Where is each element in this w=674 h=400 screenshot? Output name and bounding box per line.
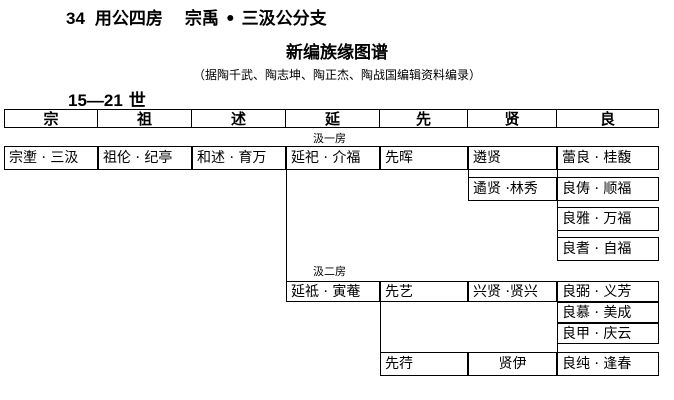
connector-liang-b: [557, 146, 558, 261]
connector-xian1: [468, 146, 469, 201]
house-note-2: 汲二房: [313, 265, 346, 278]
column-header-xian: 先: [380, 109, 468, 128]
connector-yan: [286, 146, 287, 299]
member-xian-3: 先荇: [380, 352, 468, 376]
generation-unit: 世: [128, 91, 146, 111]
column-header-liang: 良: [557, 109, 659, 128]
member-yan-1: 延祀 · 介福: [286, 146, 380, 170]
member-xian-2: 先艺: [380, 281, 468, 302]
member-liang-c3: 良甲 · 庆云: [557, 323, 659, 344]
page-title: 34 用公四房 宗禹 • 三汲公分支: [66, 4, 327, 29]
member-shu: 和述 · 育万: [192, 146, 286, 170]
member-liang-c2: 良慕 · 美成: [557, 302, 659, 323]
member-xian-d: 贤伊: [468, 352, 557, 376]
member-zong: 宗壍 · 三汲: [4, 146, 98, 170]
section-number: 34: [66, 9, 85, 28]
sources-note: （据陶千武、陶志坤、陶正杰、陶战国编辑资料编录）: [192, 68, 481, 82]
member-xian-b: 遹贤 ·林秀: [468, 177, 557, 201]
column-header-zu: 祖: [98, 109, 192, 128]
column-header-xian2: 贤: [468, 109, 557, 128]
member-xian-1: 先晖: [380, 146, 468, 170]
connector-xian2: [380, 281, 381, 376]
subtitle: 新编族缘图谱: [286, 43, 388, 63]
member-liang-b3: 良耆 · 自福: [557, 237, 659, 261]
house-name: 用公四房: [94, 9, 163, 29]
branch-name: 宗禹 • 三汲公分支: [184, 9, 327, 29]
house-note-1: 汲一房: [313, 132, 346, 145]
member-liang-b1: 良俦 · 顺福: [557, 177, 659, 201]
member-liang-a1: 蕾良 · 桂馥: [557, 146, 659, 170]
column-header-shu: 述: [192, 109, 286, 128]
member-xian-c: 兴贤 ·贤兴: [468, 281, 557, 302]
member-liang-d1: 良纯 · 逢春: [557, 352, 659, 376]
member-liang-b2: 良雅 · 万福: [557, 207, 659, 231]
column-header-zong: 宗: [4, 109, 98, 128]
column-header-yan: 延: [286, 109, 380, 128]
generation-numbers: 15—21: [68, 91, 123, 110]
member-xian-a: 遴贤: [468, 146, 557, 170]
member-liang-c1: 良弼 · 义芳: [557, 281, 659, 302]
generation-range: 15—21 世: [68, 86, 146, 111]
member-yan-2: 延祗 · 寅菴: [286, 281, 380, 302]
member-zu: 祖伦 · 纪亭: [98, 146, 192, 170]
